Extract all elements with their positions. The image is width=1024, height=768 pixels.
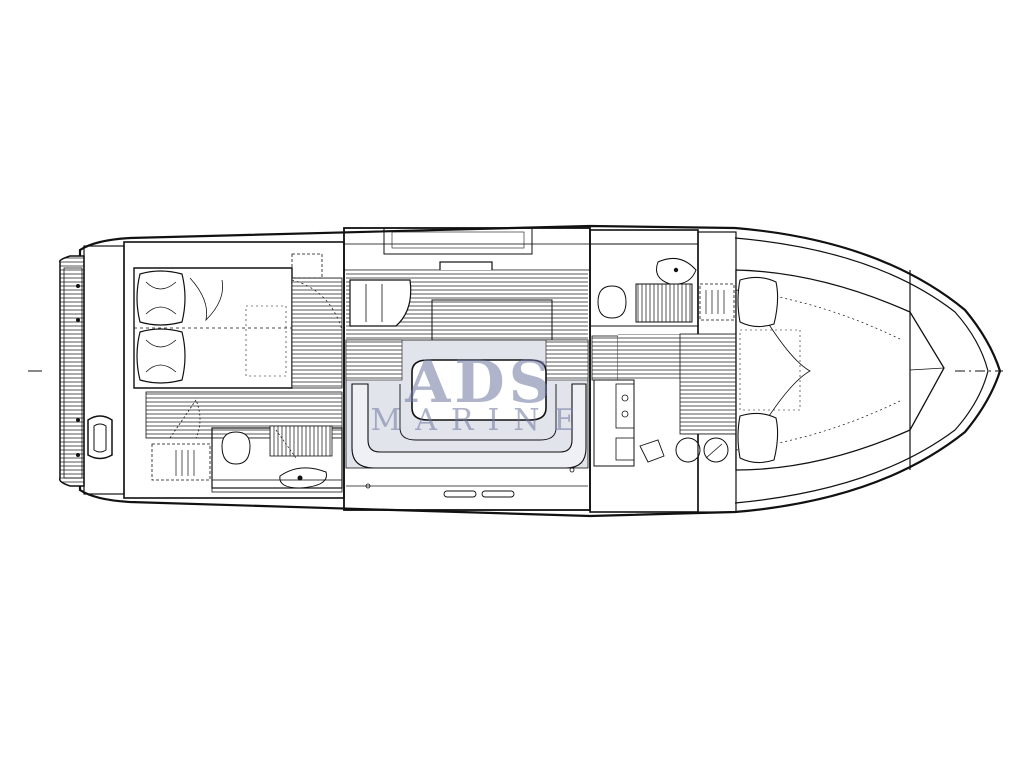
pillow-icon (737, 412, 779, 464)
kettle-icon (639, 439, 665, 463)
toilet-icon (221, 431, 251, 465)
galley (589, 229, 729, 513)
sink-icon (279, 467, 327, 489)
saloon (343, 227, 591, 511)
forward-cabin (679, 231, 945, 513)
aft-head (211, 425, 343, 493)
pillow-icon (737, 276, 779, 328)
saloon-table-icon (411, 359, 547, 421)
settee (351, 383, 587, 469)
swim-platform (58, 255, 113, 487)
toilet-icon (597, 285, 627, 319)
pillow-icon (136, 328, 186, 384)
pillow-icon (136, 270, 186, 326)
hull-inner-line (734, 237, 989, 504)
